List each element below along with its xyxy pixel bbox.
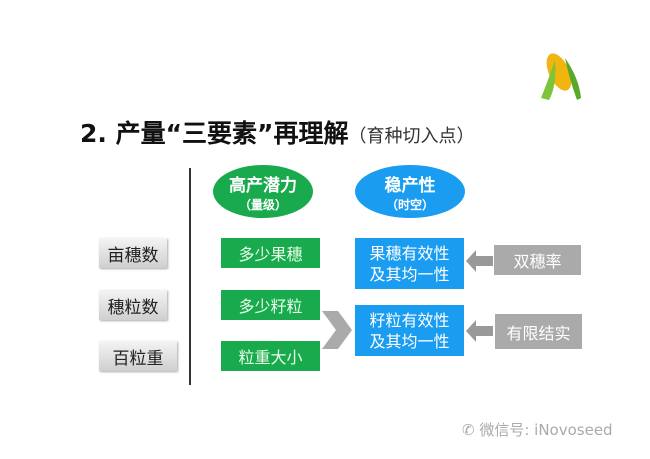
factor-box: 亩穗数 — [99, 238, 167, 268]
header-sublabel: （量级） — [238, 197, 287, 212]
title-main: 2. 产量“三要素”再理解 — [80, 119, 349, 148]
factor-box: 百粒重 — [99, 341, 177, 371]
arrow-left-icon — [466, 320, 493, 342]
title-sub: （育种切入点） — [348, 126, 475, 147]
watermark-text: 微信号: iNovoseed — [479, 421, 613, 439]
divider-line — [189, 168, 191, 385]
watermark: ✆ 微信号: iNovoseed — [462, 419, 613, 440]
stability-header: 稳产性 （时空） — [355, 165, 465, 218]
header-sublabel: （时空） — [385, 197, 434, 212]
high-yield-potential-header: 高产潜力 （量级） — [213, 165, 313, 218]
stability-line: 及其均一性 — [369, 331, 450, 351]
chevron-right-icon — [322, 311, 352, 349]
stability-line: 籽粒有效性 — [369, 310, 450, 330]
corn-icon — [541, 53, 581, 100]
potential-box: 粒重大小 — [221, 341, 320, 371]
stability-box: 果穗有效性及其均一性 — [355, 238, 464, 289]
potential-box: 多少籽粒 — [221, 290, 320, 320]
arrow-left-icon — [466, 250, 493, 272]
header-label: 高产潜力 — [229, 175, 297, 196]
wechat-icon: ✆ — [462, 421, 480, 439]
influence-box: 双穗率 — [494, 245, 581, 275]
stability-box: 籽粒有效性及其均一性 — [355, 305, 464, 356]
header-label: 稳产性 — [384, 175, 436, 196]
page-title: 2. 产量“三要素”再理解（育种切入点） — [80, 114, 474, 150]
factor-box: 穗粒数 — [99, 290, 167, 320]
stability-line: 果穗有效性 — [369, 243, 450, 263]
potential-box: 多少果穗 — [221, 238, 320, 268]
stability-line: 及其均一性 — [369, 264, 450, 284]
influence-box: 有限结实 — [495, 314, 582, 349]
